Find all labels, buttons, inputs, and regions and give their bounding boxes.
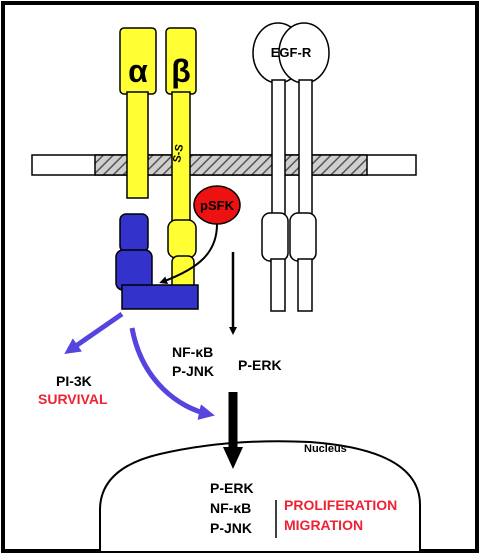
nucleus-title: Nucleus <box>304 443 347 455</box>
alpha-label: α <box>128 53 148 89</box>
psfk-kinase: pSFK <box>193 185 241 225</box>
outcome-proliferation: PROLIFERATION <box>284 497 397 513</box>
nuclear-factor-item: NF-κB <box>210 500 251 516</box>
nuclear-factor-item: P-JNK <box>210 520 252 536</box>
psfk-label: pSFK <box>200 198 235 213</box>
integrin-alpha <box>119 27 157 199</box>
cell-outcomes: PROLIFERATION MIGRATION <box>284 497 397 533</box>
talin-protein <box>115 213 199 310</box>
egfr-label: EGF-R <box>271 45 312 60</box>
integrin-beta <box>165 27 197 291</box>
psfk-to-talin-arrow <box>159 223 218 285</box>
cell-membrane <box>31 154 417 176</box>
nfkb-label: NF-κB <box>172 344 213 360</box>
outcome-migration: MIGRATION <box>284 517 363 533</box>
egf-receptor <box>252 22 330 312</box>
disulfide-bond-label: S-S <box>171 143 186 163</box>
beta-label: β <box>171 53 191 89</box>
nuclear-factors: P-ERK NF-κB P-JNK <box>210 480 254 536</box>
perk-label: P-ERK <box>238 357 282 373</box>
pjnk-label: P-JNK <box>172 363 214 379</box>
nuclear-factor-item: P-ERK <box>210 480 254 496</box>
pi3k-arrow <box>64 311 124 354</box>
survival-label: SURVIVAL <box>38 391 108 407</box>
pi3k-label: PI-3K <box>56 373 92 389</box>
nucleus-envelope <box>99 440 421 551</box>
nucleus-blue-arrow <box>129 327 215 420</box>
